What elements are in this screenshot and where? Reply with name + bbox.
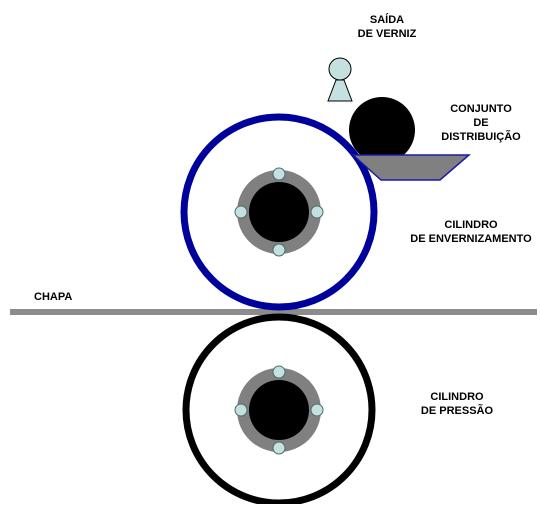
pressure-bolt-bottom: [272, 441, 286, 455]
label-line: CILINDRO: [444, 219, 498, 231]
label-cilindro-de-envernizamento: CILINDRO DE ENVERNIZAMENTO: [404, 218, 538, 246]
pressure-bolt-left: [234, 403, 248, 417]
varnishing-cylinder: [180, 113, 378, 311]
label-cilindro-de-pressao: CILINDRO DE PRESSÃO: [412, 390, 502, 418]
varnishing-hub-core: [249, 182, 309, 242]
label-line: SAÍDA: [369, 14, 405, 26]
distribution-roller: [349, 97, 415, 163]
label-line: DE VERNIZ: [357, 28, 417, 40]
pressure-cylinder: [182, 313, 376, 507]
pressure-bolt-right: [310, 403, 324, 417]
varnishing-bolt-right: [310, 205, 324, 219]
pressure-hub-core: [249, 380, 309, 440]
label-line: DISTRIBUIÇÃO: [441, 131, 521, 143]
nozzle-head: [328, 57, 352, 81]
label-line: DE ENVERNIZAMENTO: [410, 233, 532, 245]
chapa-plate: [10, 309, 537, 315]
label-line: CONJUNTO: [450, 103, 512, 115]
pressure-bolt-top: [272, 365, 286, 379]
label-line: CHAPA: [34, 291, 73, 303]
varnishing-bolt-top: [272, 167, 286, 181]
label-saida-de-verniz: SAÍDA DE VERNIZ: [352, 13, 422, 41]
label-line: DE PRESSÃO: [420, 405, 494, 417]
label-chapa: CHAPA: [34, 290, 94, 304]
varnishing-bolt-left: [234, 205, 248, 219]
distribution-tray: [351, 154, 472, 181]
label-line: CILINDRO: [430, 391, 484, 403]
label-conjunto-de-distribuicao: CONJUNTO DE DISTRIBUIÇÃO: [426, 102, 536, 144]
varnish-nozzle-icon: [327, 57, 353, 102]
label-line: DE: [473, 117, 489, 129]
nozzle-body: [327, 79, 353, 102]
varnishing-bolt-bottom: [272, 243, 286, 257]
